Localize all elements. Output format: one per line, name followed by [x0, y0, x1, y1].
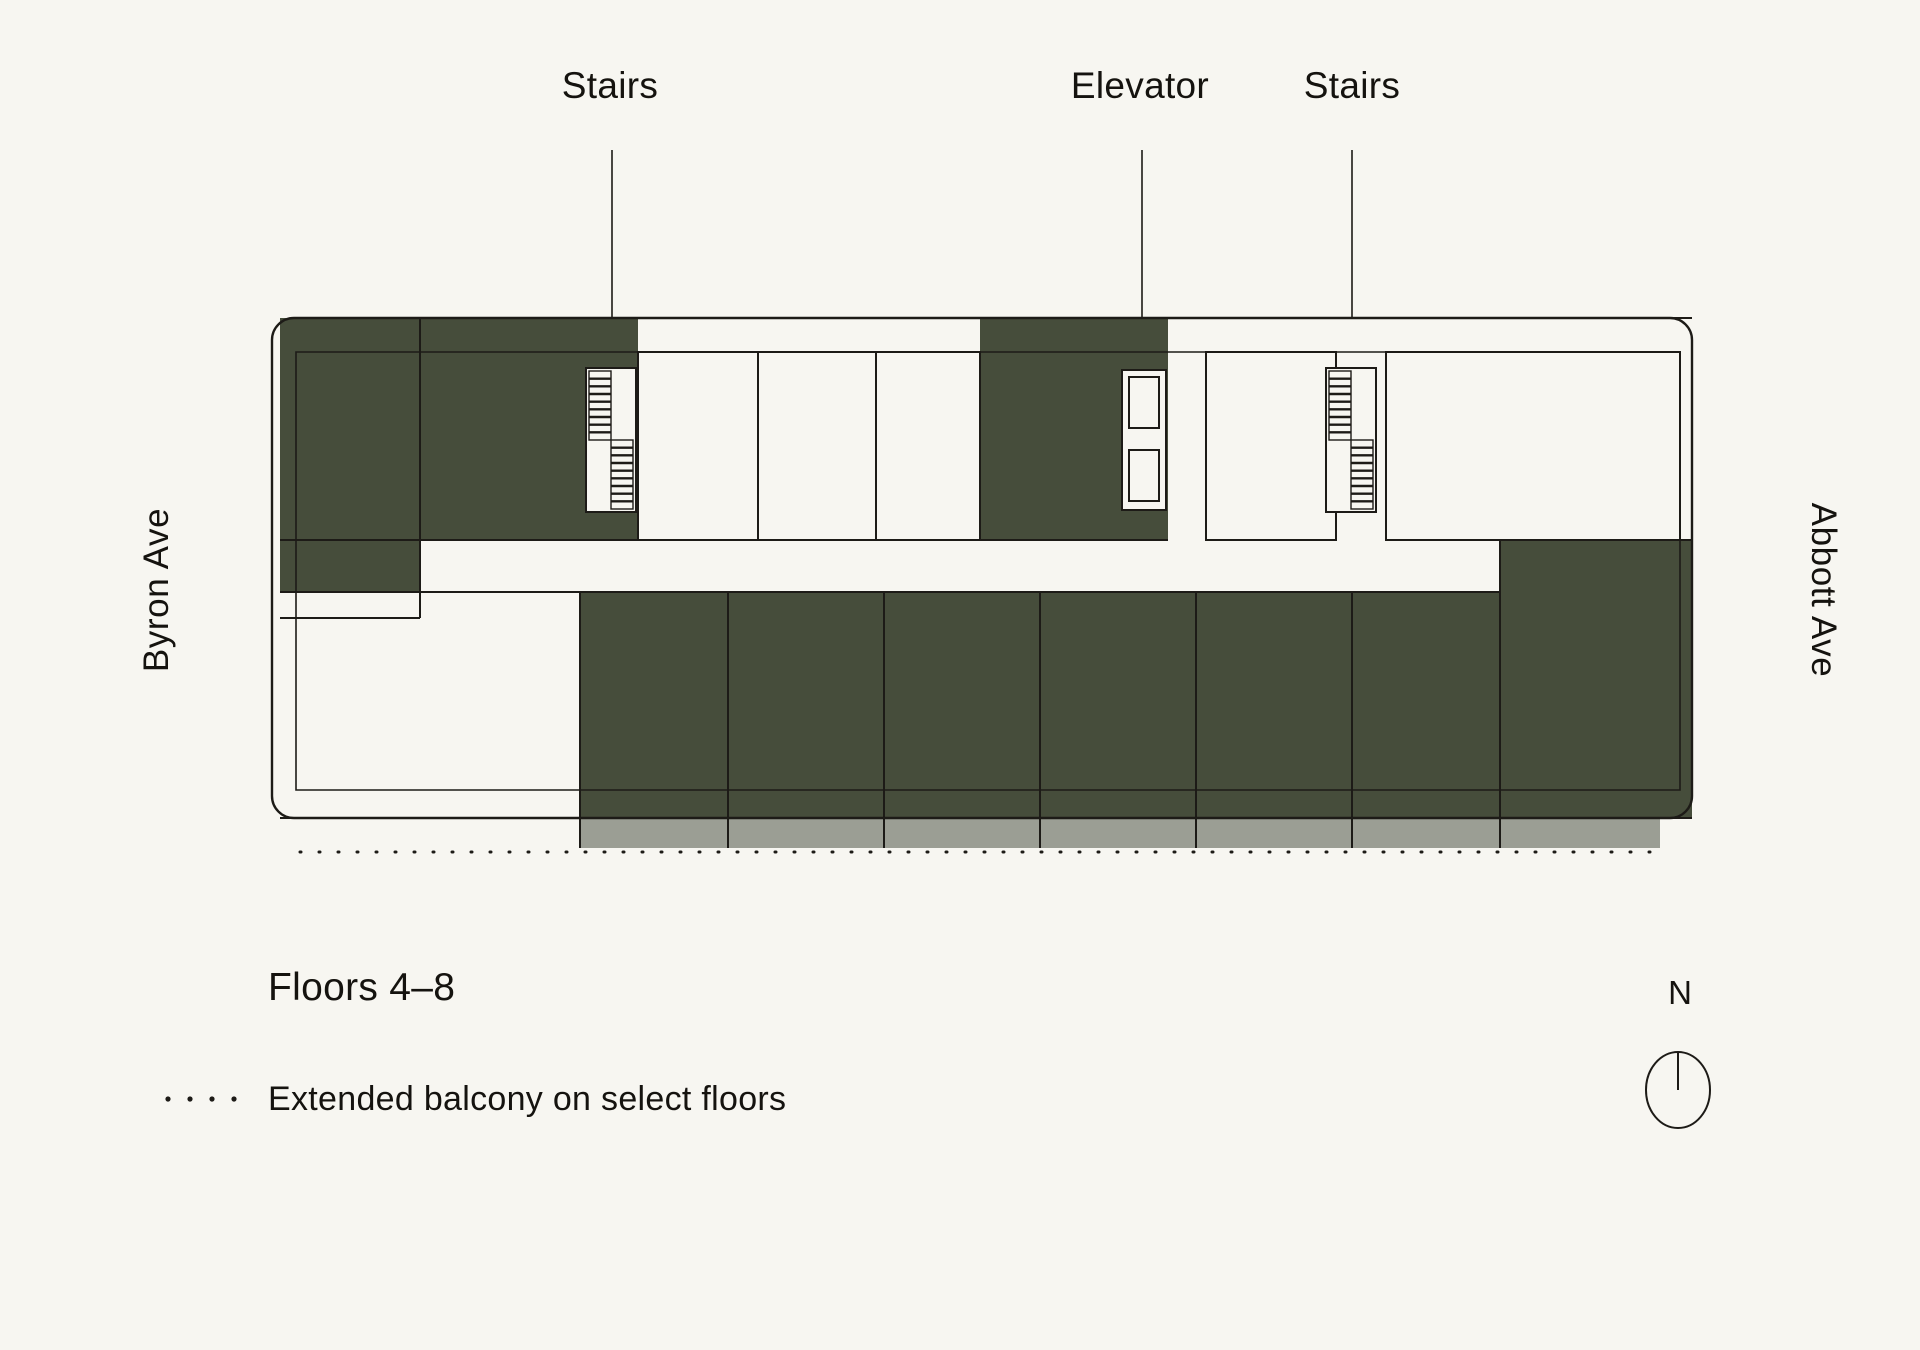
- unit-a8: [1336, 318, 1692, 540]
- inner-slab-outline: [295, 351, 1681, 791]
- elevator-core-cab-2: [1128, 449, 1160, 502]
- balcony-strip: [579, 817, 1660, 848]
- upper-unit-fills: [280, 318, 1692, 618]
- legend-extended-balcony-label: Extended balcony on select floors: [268, 1080, 786, 1118]
- stair-core-east: [1325, 367, 1377, 513]
- stair-core-west: [585, 367, 637, 513]
- callout-label-1: Elevator: [1071, 65, 1209, 106]
- legend-floors-title: Floors 4–8: [268, 966, 455, 1009]
- street-label-abbott-ave: Abbott Ave: [1804, 503, 1843, 678]
- balcony-segment-5: [1352, 818, 1500, 848]
- unit-b5: [1040, 592, 1196, 818]
- balcony-segment-1: [728, 818, 884, 848]
- legend-dotted-swatch: [165, 1096, 237, 1102]
- unit-a7: [1168, 318, 1336, 540]
- compass-north-letter: N: [1668, 974, 1692, 1011]
- building-outline: [270, 316, 1694, 820]
- balcony-segment-6: [1500, 818, 1660, 848]
- unit-b2: [580, 592, 728, 818]
- north-compass: N: [1645, 974, 1711, 1129]
- callout-label-0: Stairs: [562, 65, 658, 106]
- unit-a1: [280, 318, 420, 618]
- unit-b7: [1352, 592, 1500, 818]
- street-label-byron-ave: Byron Ave: [137, 508, 176, 672]
- unit-a3: [638, 318, 758, 540]
- callout-label-2: Stairs: [1304, 65, 1400, 106]
- balcony-segment-4: [1196, 818, 1352, 848]
- unit-b4: [884, 592, 1040, 818]
- legend-dot-3: [231, 1096, 237, 1102]
- elevator-core-cab-1: [1128, 376, 1160, 429]
- unit-b6: [1196, 592, 1352, 818]
- balcony-segment-3: [1040, 818, 1196, 848]
- unit-b3: [728, 592, 884, 818]
- elevator-core: [1121, 369, 1167, 511]
- inner-slab-rect: [295, 351, 1681, 791]
- callout-annotations: Stairs Elevator Stairs: [562, 65, 1400, 400]
- unit-a4: [758, 318, 876, 540]
- legend-dot-1: [187, 1096, 193, 1102]
- lower-unit-fills: [280, 540, 1692, 818]
- balcony-segment-2: [884, 818, 1040, 848]
- balcony-segment-0: [580, 818, 728, 848]
- stair-core-west-flight-up: [588, 370, 612, 441]
- plan-drawing: [270, 316, 1694, 854]
- stair-core-east-flight-up: [1328, 370, 1352, 441]
- vertical-circulation-cores: [585, 367, 1377, 513]
- unit-a5: [876, 318, 980, 540]
- legend-dot-2: [209, 1096, 215, 1102]
- stair-core-east-flight-down: [1350, 439, 1374, 510]
- legend-dot-0: [165, 1096, 171, 1102]
- unit-b8: [1500, 540, 1692, 818]
- stair-core-west-flight-down: [610, 439, 634, 510]
- unit-b1: [280, 592, 580, 818]
